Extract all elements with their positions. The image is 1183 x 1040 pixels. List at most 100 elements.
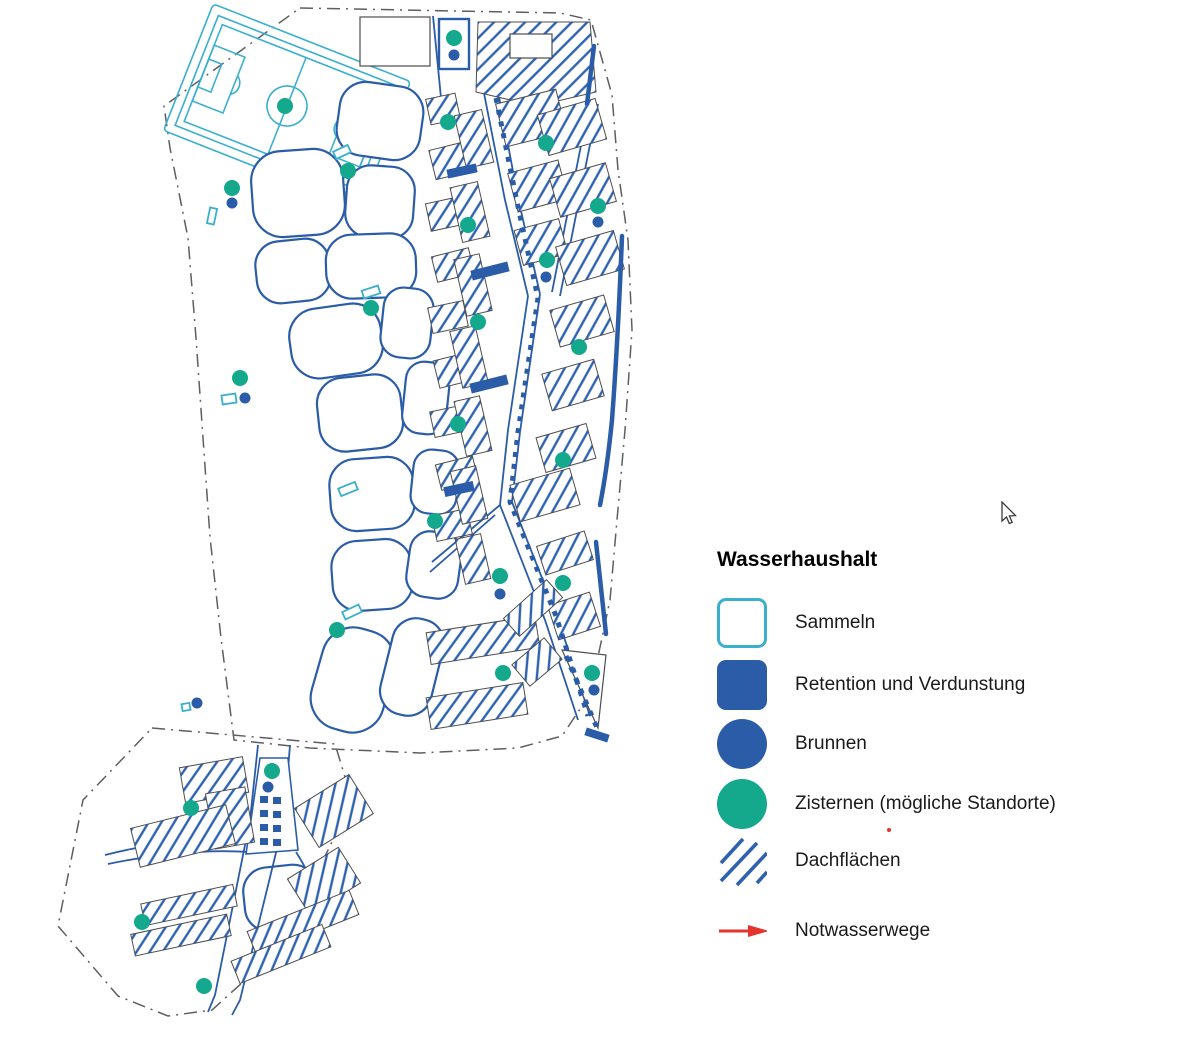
site-boundary — [57, 7, 633, 1017]
retention-bars-group — [443, 163, 610, 743]
building — [555, 229, 625, 287]
cistern-dot — [538, 135, 554, 151]
tree-canopy — [335, 80, 425, 162]
cistern-dot — [277, 98, 293, 114]
legend-title: Wasserhaushalt — [717, 548, 878, 571]
cistern-dot — [584, 665, 600, 681]
roof-court — [509, 33, 553, 59]
building — [535, 530, 595, 576]
sammeln-marker — [205, 206, 219, 226]
cistern-dot — [460, 217, 476, 233]
building — [427, 299, 469, 335]
fountain-dot — [191, 697, 203, 709]
building — [425, 681, 529, 731]
hatch-swatch-icon — [719, 837, 767, 887]
legend-item-sammeln: Sammeln — [717, 598, 875, 648]
legend-item-zisternen: Zisternen (mögliche Standorte) — [717, 779, 1056, 829]
building — [546, 591, 602, 641]
fountain-dot — [262, 781, 274, 793]
south-boundary-line — [57, 727, 353, 1017]
retention-bar — [446, 163, 478, 179]
legend-item-brunnen: Brunnen — [717, 719, 867, 769]
tree-canopy — [324, 232, 418, 300]
sammeln-marker — [180, 701, 192, 713]
mouse-cursor — [1001, 501, 1017, 525]
roof-buildings — [130, 21, 625, 985]
tree-canopy — [315, 373, 405, 453]
sammeln-markers-group — [180, 143, 382, 713]
sammeln-swatch-icon — [717, 598, 767, 648]
zisternen-swatch-icon — [717, 779, 767, 829]
building — [509, 467, 581, 523]
building — [453, 108, 495, 170]
legend-item-retention: Retention und Verdunstung — [717, 660, 1025, 710]
building — [541, 358, 605, 412]
retention-bar — [470, 261, 510, 281]
cistern-dot — [555, 452, 571, 468]
fountain-dots-group — [191, 49, 604, 793]
cistern-dot — [555, 575, 571, 591]
cistern-dot — [495, 665, 511, 681]
legend-label: Sammeln — [795, 612, 876, 633]
legend-label: Notwasserwege — [795, 920, 931, 941]
cistern-dot — [134, 914, 150, 930]
tree-canopy — [254, 237, 332, 305]
retention-bar — [443, 480, 475, 498]
stray-red-dot — [887, 828, 891, 832]
legend: Wasserhaushalt Sammeln Retention und Ver… — [717, 548, 1137, 948]
building — [293, 773, 375, 849]
cistern-dot — [329, 622, 345, 638]
legend-label: Dachflächen — [795, 850, 901, 871]
fountain-dot — [588, 684, 600, 696]
building — [536, 97, 608, 157]
building — [535, 422, 597, 474]
building — [475, 21, 597, 107]
fountain-dot — [592, 216, 604, 228]
legend-item-dachflaechen: Dachflächen — [717, 836, 901, 887]
arrow-swatch-icon — [719, 925, 767, 937]
tree-canopy — [250, 147, 346, 239]
cistern-dot — [590, 198, 606, 214]
fountain-dot — [540, 271, 552, 283]
building — [449, 180, 491, 244]
sammeln-marker — [331, 143, 353, 161]
cistern-dot — [571, 339, 587, 355]
cistern-dot — [183, 800, 199, 816]
cistern-dot — [492, 568, 508, 584]
sammeln-marker — [340, 603, 364, 621]
cistern-dot — [340, 163, 356, 179]
cistern-dot — [196, 978, 212, 994]
cistern-dot — [539, 252, 555, 268]
sammeln-marker — [360, 284, 382, 300]
building — [549, 294, 615, 348]
main-boundary-line — [163, 7, 633, 754]
retention-bar — [584, 727, 610, 743]
retention-swatch-icon — [717, 660, 767, 710]
building — [454, 533, 492, 585]
cistern-dot — [427, 513, 443, 529]
cistern-dot — [363, 300, 379, 316]
tree-canopy — [330, 537, 414, 613]
tree-canopies — [242, 80, 463, 933]
retention-bar — [469, 374, 509, 394]
legend-label: Brunnen — [795, 733, 867, 754]
building — [130, 804, 236, 868]
fountain-dot — [494, 588, 506, 600]
tree-canopy — [379, 286, 435, 360]
plain-building — [359, 16, 431, 67]
cistern-dot — [440, 114, 456, 130]
fountain-dot — [448, 49, 460, 61]
cistern-dot — [264, 763, 280, 779]
cistern-dot — [470, 314, 486, 330]
building — [230, 923, 332, 985]
legend-label: Retention und Verdunstung — [795, 674, 1026, 695]
sammeln-marker — [336, 480, 360, 498]
brunnen-swatch-icon — [717, 719, 767, 769]
building — [502, 578, 564, 638]
cistern-dot — [224, 180, 240, 196]
building — [449, 465, 489, 525]
sammeln-marker — [220, 392, 238, 406]
building — [130, 913, 232, 957]
